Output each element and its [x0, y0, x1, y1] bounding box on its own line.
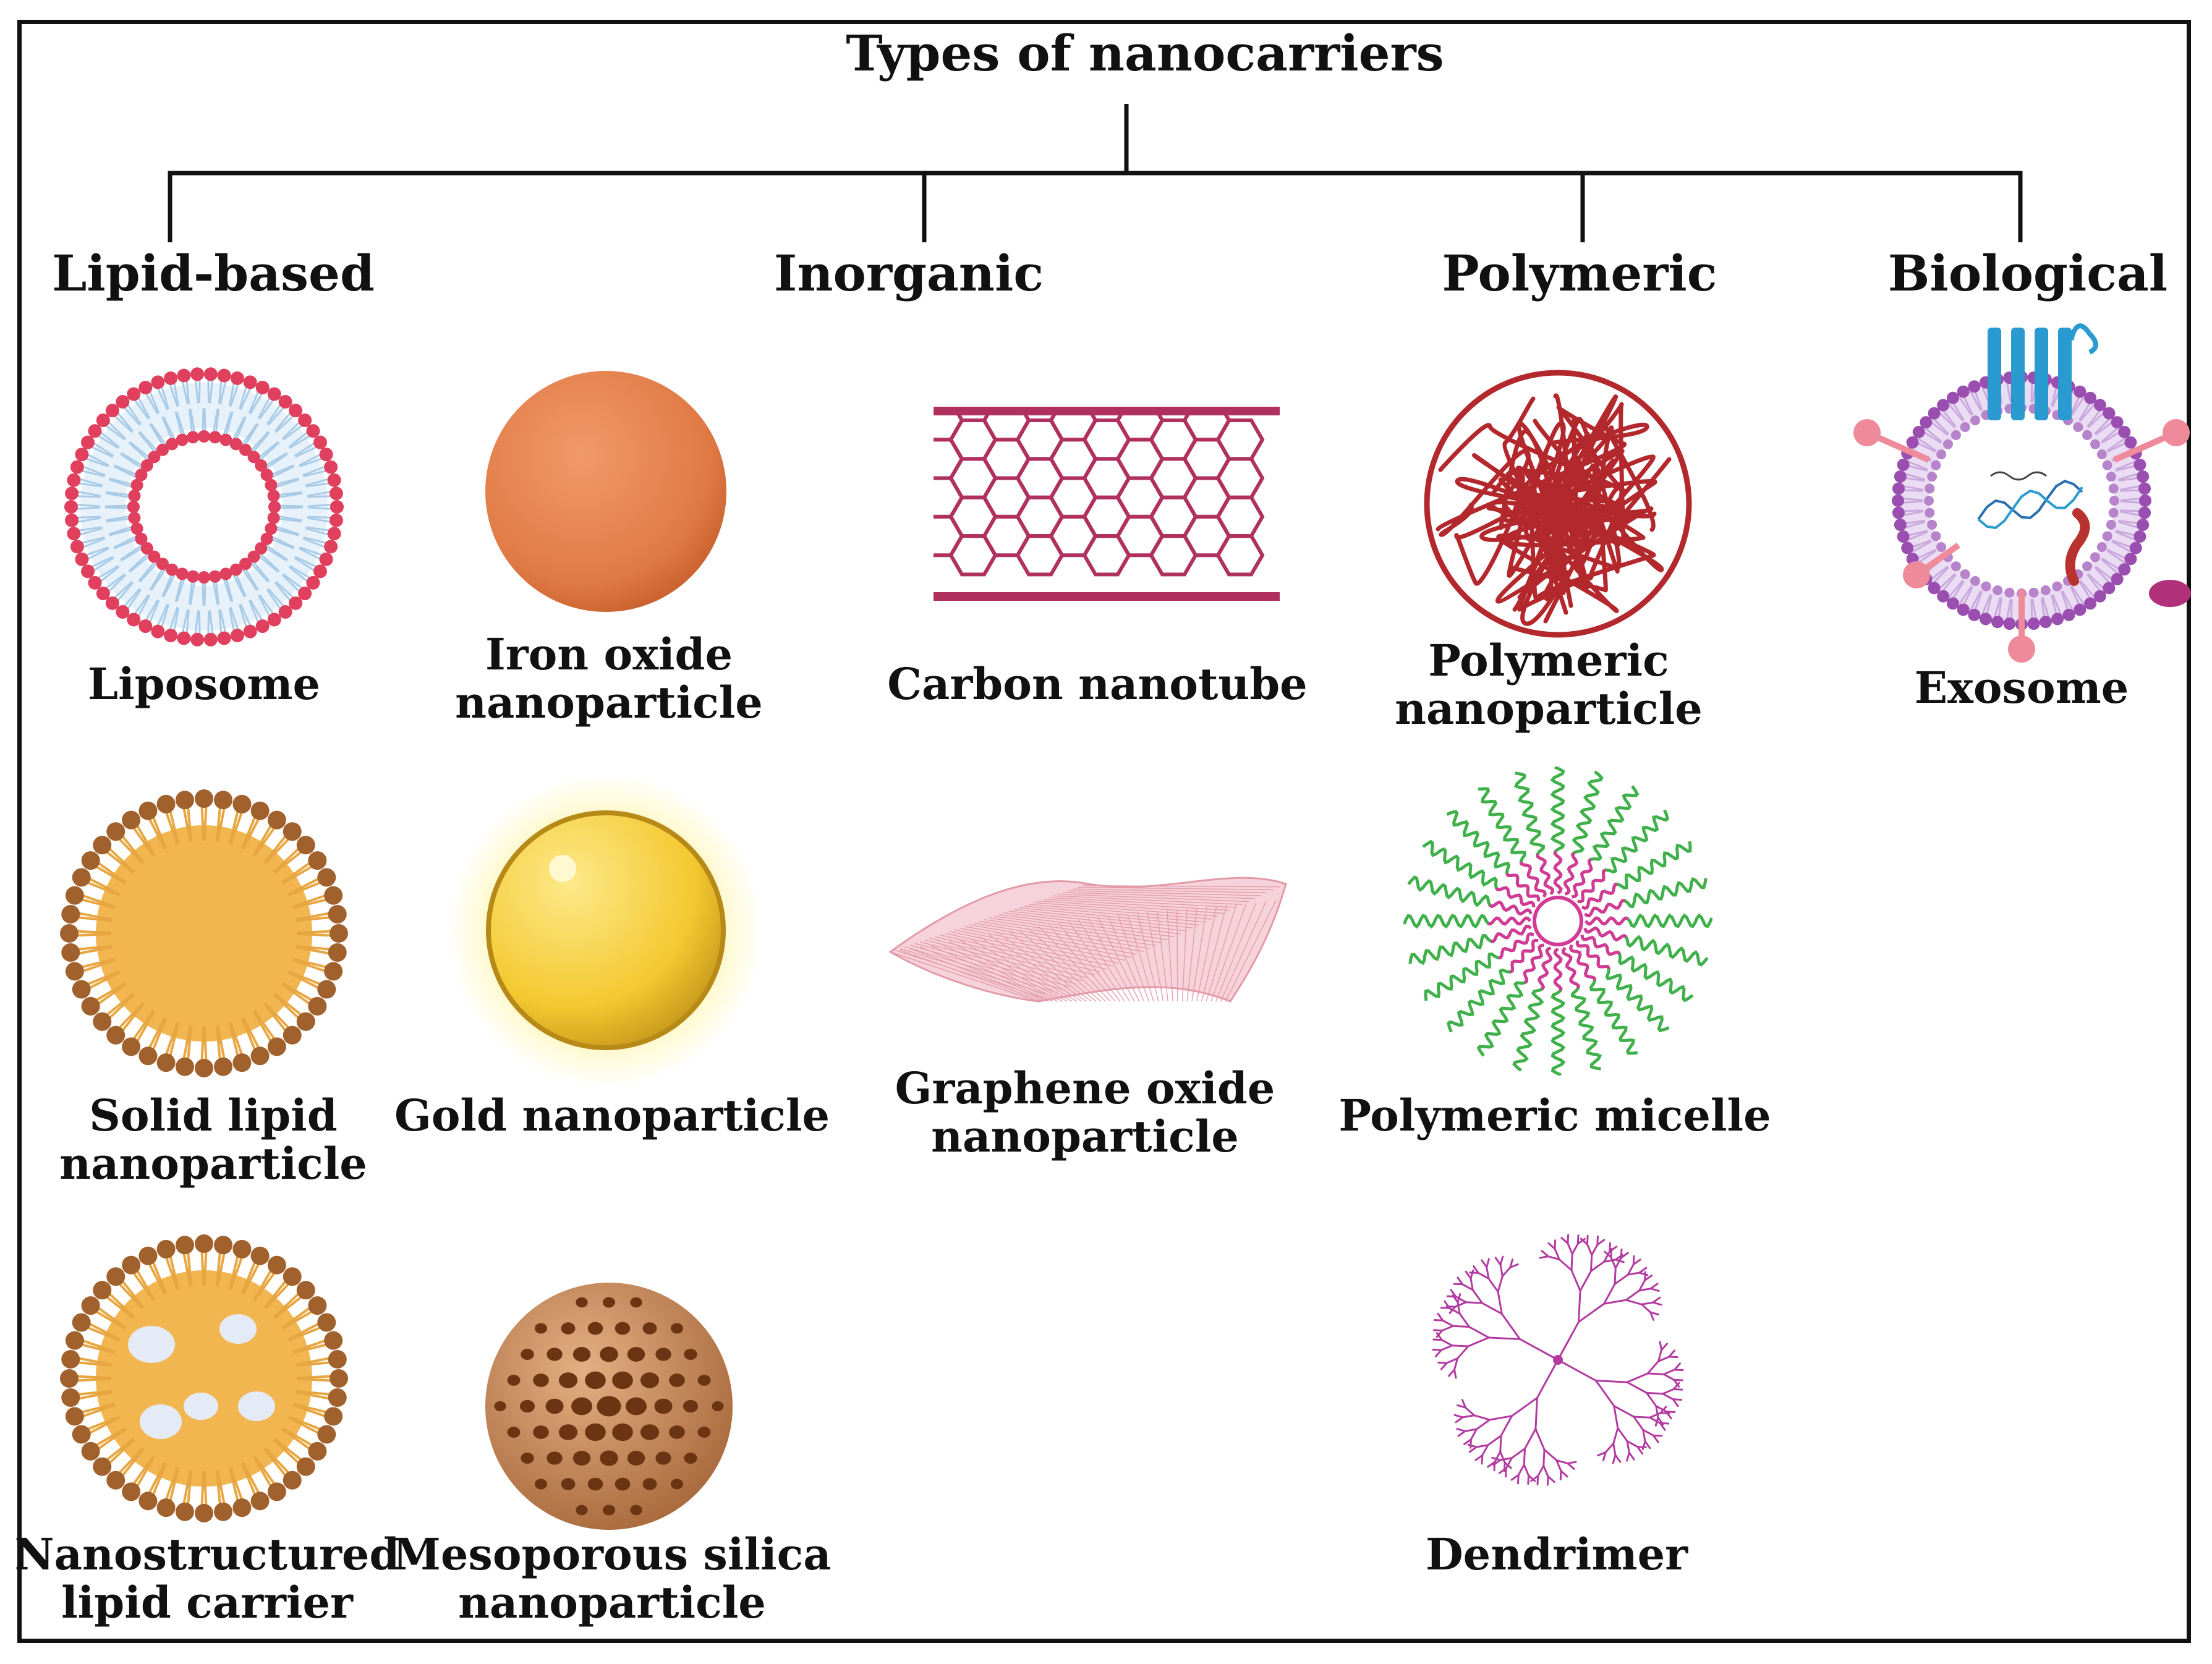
label-micelle: Polymeric micelle — [1338, 1090, 1771, 1141]
mesoporous-silica-nanoparticle-icon — [485, 1283, 733, 1530]
label-dendrimer: Dendrimer — [1425, 1529, 1688, 1580]
carbon-nanotube-icon — [934, 396, 1292, 612]
diagram-title: Types of nanocarriers — [846, 24, 1444, 82]
liposome-icon — [64, 367, 344, 647]
gold-nanoparticle-icon — [448, 773, 764, 1088]
exosome-icon — [1853, 323, 2191, 663]
dendrimer-icon — [1432, 1234, 1684, 1486]
label-gold: Gold nanoparticle — [394, 1090, 830, 1141]
diagram-frame — [17, 20, 2191, 1643]
iron-oxide-nanoparticle-icon — [485, 371, 726, 612]
category-biological: Biological — [1887, 244, 2168, 302]
label-carbon-nanotube: Carbon nanotube — [887, 658, 1308, 710]
polymeric-nanoparticle-icon — [1424, 370, 1692, 638]
category-lipid-based: Lipid-based — [52, 244, 375, 302]
polymeric-micelle-icon — [1403, 766, 1712, 1076]
category-polymeric: Polymeric — [1442, 244, 1717, 302]
category-inorganic: Inorganic — [773, 244, 1044, 302]
nanostructured-lipid-carrier-icon — [60, 1234, 348, 1522]
label-exosome: Exosome — [1914, 662, 2129, 713]
graphene-oxide-nanoparticle-icon — [888, 877, 1287, 1003]
solid-lipid-nanoparticle-icon — [60, 789, 348, 1077]
label-liposome: Liposome — [87, 658, 321, 710]
